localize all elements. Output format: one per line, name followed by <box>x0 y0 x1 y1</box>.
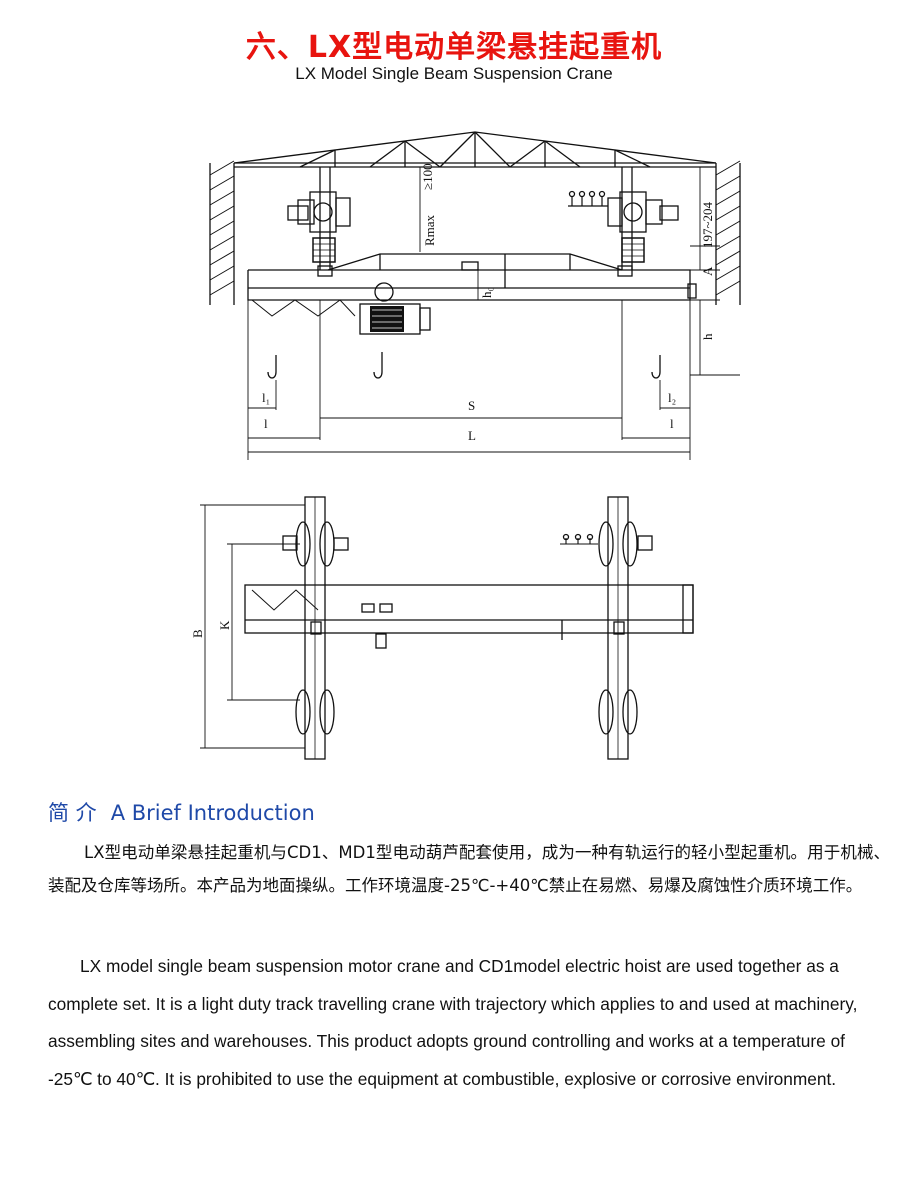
intro-paragraph-cn: LX型电动单梁悬挂起重机与CD1、MD1型电动葫芦配套使用，成为一种有轨运行的轻… <box>48 843 890 895</box>
hook-center <box>373 352 383 379</box>
front-elevation-view <box>209 131 741 460</box>
right-wall <box>715 160 741 305</box>
intro-heading-cn: 简 介 <box>48 801 97 825</box>
label-l-right: l <box>670 416 674 431</box>
right-end-carriage <box>568 190 679 263</box>
label-rail-gap: 197~204 <box>700 201 715 248</box>
wheel-bottom-left <box>295 689 335 735</box>
wheel-bottom-right <box>598 689 638 735</box>
label-l-left: l <box>264 416 268 431</box>
intro-heading-en: A Brief Introduction <box>110 801 315 825</box>
label-l2: l₂ <box>668 390 676 405</box>
label-s: S <box>468 398 475 413</box>
roof-truss <box>233 131 717 168</box>
label-gap-min: ≥100 <box>420 163 435 190</box>
intro-heading: 简 介 A Brief Introduction <box>48 797 315 827</box>
main-girder <box>247 253 697 317</box>
left-wall <box>209 160 235 305</box>
left-end-carriage <box>287 191 351 263</box>
label-b: B <box>190 629 205 638</box>
girder-plan <box>244 584 694 649</box>
label-rmax: Rmax <box>422 214 437 246</box>
plan-view <box>200 496 694 760</box>
wheel-top-right <box>560 521 653 567</box>
plan-dimensions <box>200 504 305 749</box>
page-subtitle: LX Model Single Beam Suspension Crane <box>295 64 613 83</box>
label-l1: l₁ <box>262 390 270 405</box>
label-h0: h₀ <box>479 287 494 298</box>
front-dimensions <box>247 167 740 460</box>
label-k: K <box>217 620 232 630</box>
page-title: 六、LX型电动单梁悬挂起重机 <box>245 30 663 65</box>
intro-paragraph-en: LX model single beam suspension motor cr… <box>48 956 858 1089</box>
hook-left <box>267 355 277 379</box>
label-h: h <box>700 333 715 340</box>
label-span: L <box>468 428 476 443</box>
electric-hoist <box>359 282 431 335</box>
crane-technical-drawing: ≥100 Rmax 197~204 A h₀ h l₁ l₂ l l S L B… <box>190 131 741 760</box>
label-a: A <box>700 266 715 276</box>
hook-right <box>651 355 661 379</box>
